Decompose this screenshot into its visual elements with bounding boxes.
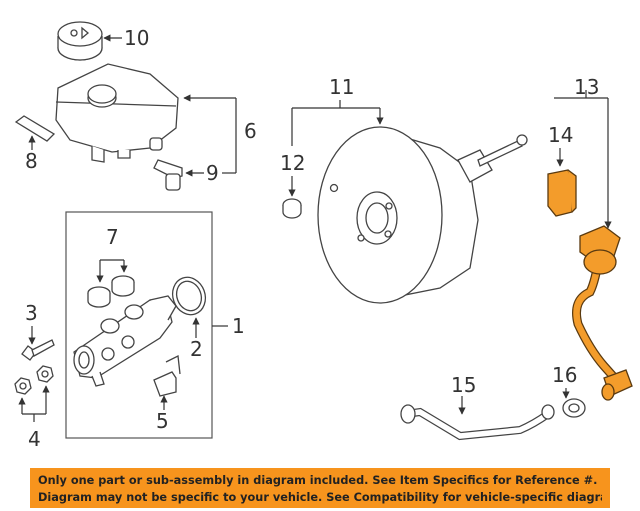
nuts [14,365,54,395]
sensor-bracket [153,355,181,397]
booster-grommet [282,198,302,219]
retaining-pin [14,115,56,142]
callout-11: 11 [329,75,354,99]
callout-10: 10 [124,26,149,50]
callout-7: 7 [106,225,119,249]
callout-6: 6 [244,119,257,143]
callout-2: 2 [190,337,203,361]
reservoir-hose-fitting [153,159,183,191]
callout-1: 1 [232,314,245,338]
check-valve [547,169,577,217]
master-cylinder [73,295,177,387]
disclaimer-line-2: Diagram may not be specific to your vehi… [38,491,602,504]
vacuum-hose-assembly [572,225,633,401]
disclaimer-line-1: Only one part or sub-assembly in diagram… [38,474,598,487]
o-ring-seal [171,276,207,316]
master-cylinder-box [65,211,213,439]
reservoir-grommets [87,275,135,308]
callout-9: 9 [206,161,219,185]
line-grommet [562,398,586,418]
reservoir-cap [57,21,103,61]
callout-12: 12 [280,151,305,175]
callout-4: 4 [28,427,41,451]
callout-5: 5 [156,409,169,433]
mounting-bolt [21,339,55,361]
callout-8: 8 [25,149,38,173]
brake-fluid-reservoir [55,63,179,163]
callout-15: 15 [451,373,476,397]
callout-13: 13 [574,75,599,99]
callout-3: 3 [25,301,38,325]
callout-16: 16 [552,363,577,387]
disclaimer-banner: Only one part or sub-assembly in diagram… [30,468,610,508]
vacuum-line [400,404,555,441]
callout-14: 14 [548,123,573,147]
brake-booster [317,126,528,304]
